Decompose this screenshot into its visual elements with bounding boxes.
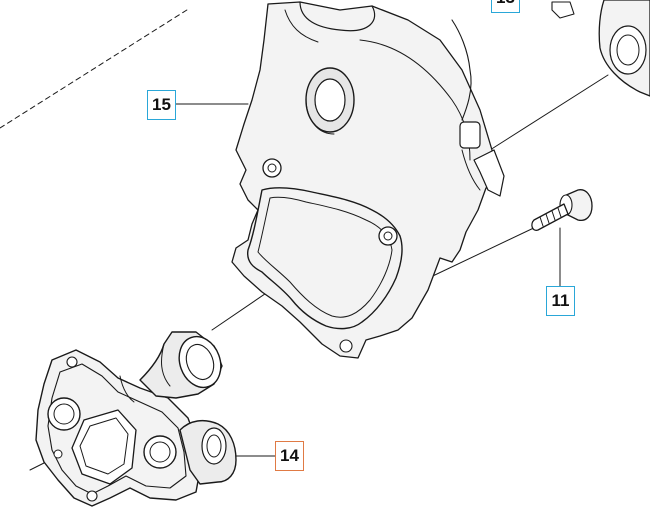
callout-13[interactable]: 13 [491,0,520,13]
bolt-part-11 [531,189,593,231]
top-right-pipe [551,0,650,97]
thermostat-housing-part-14 [35,331,237,507]
callout-14[interactable]: 14 [275,441,304,471]
axis-line-pipe [489,74,609,151]
dashed-center-line [0,7,191,129]
callout-15[interactable]: 15 [147,90,176,120]
cover-part-15 [231,1,505,359]
axis-line-bolt [417,224,541,284]
callout-11[interactable]: 11 [546,286,575,316]
